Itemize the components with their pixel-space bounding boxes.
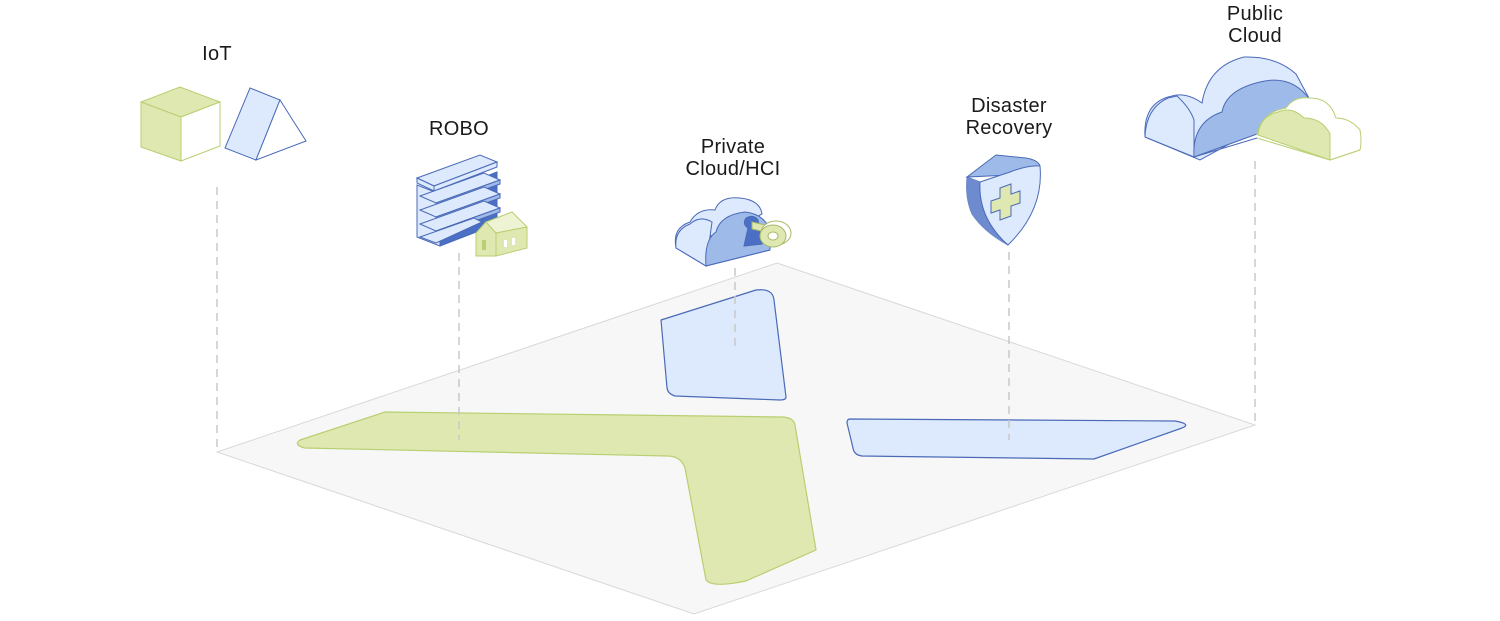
key-icon [751, 220, 792, 248]
blue-upper-region [660, 289, 787, 401]
disaster-recovery-label-line-2: Recovery [965, 117, 1053, 139]
iot-label: IoT [202, 43, 232, 65]
disaster-recovery-label: Disaster Recovery [966, 95, 1053, 139]
robo-label: ROBO [429, 118, 489, 140]
private-cloud-label-line-2: Cloud/HCI [685, 158, 781, 180]
public-cloud-label: Public Cloud [1227, 3, 1283, 47]
double-cloud-icon [1144, 56, 1362, 161]
green-chevron-region [296, 411, 817, 585]
shield-with-cross-icon [965, 154, 1041, 246]
office-building-with-house-icon [415, 154, 502, 247]
house-icon [475, 211, 529, 257]
private-cloud-label: Private Cloud/HCI [686, 136, 781, 180]
cloud-with-key-icon [674, 197, 771, 267]
public-cloud-label-line-2: Cloud [1228, 25, 1282, 47]
disaster-recovery-label-line-1: Disaster [971, 95, 1047, 117]
robo-label-line-1: ROBO [428, 118, 490, 140]
blue-right-region [846, 418, 1187, 460]
cube-and-prism-icon [139, 86, 307, 162]
iot-label-line-1: IoT [202, 43, 232, 65]
public-cloud-label-line-1: Public [1226, 3, 1284, 25]
private-cloud-label-line-1: Private [700, 136, 766, 158]
